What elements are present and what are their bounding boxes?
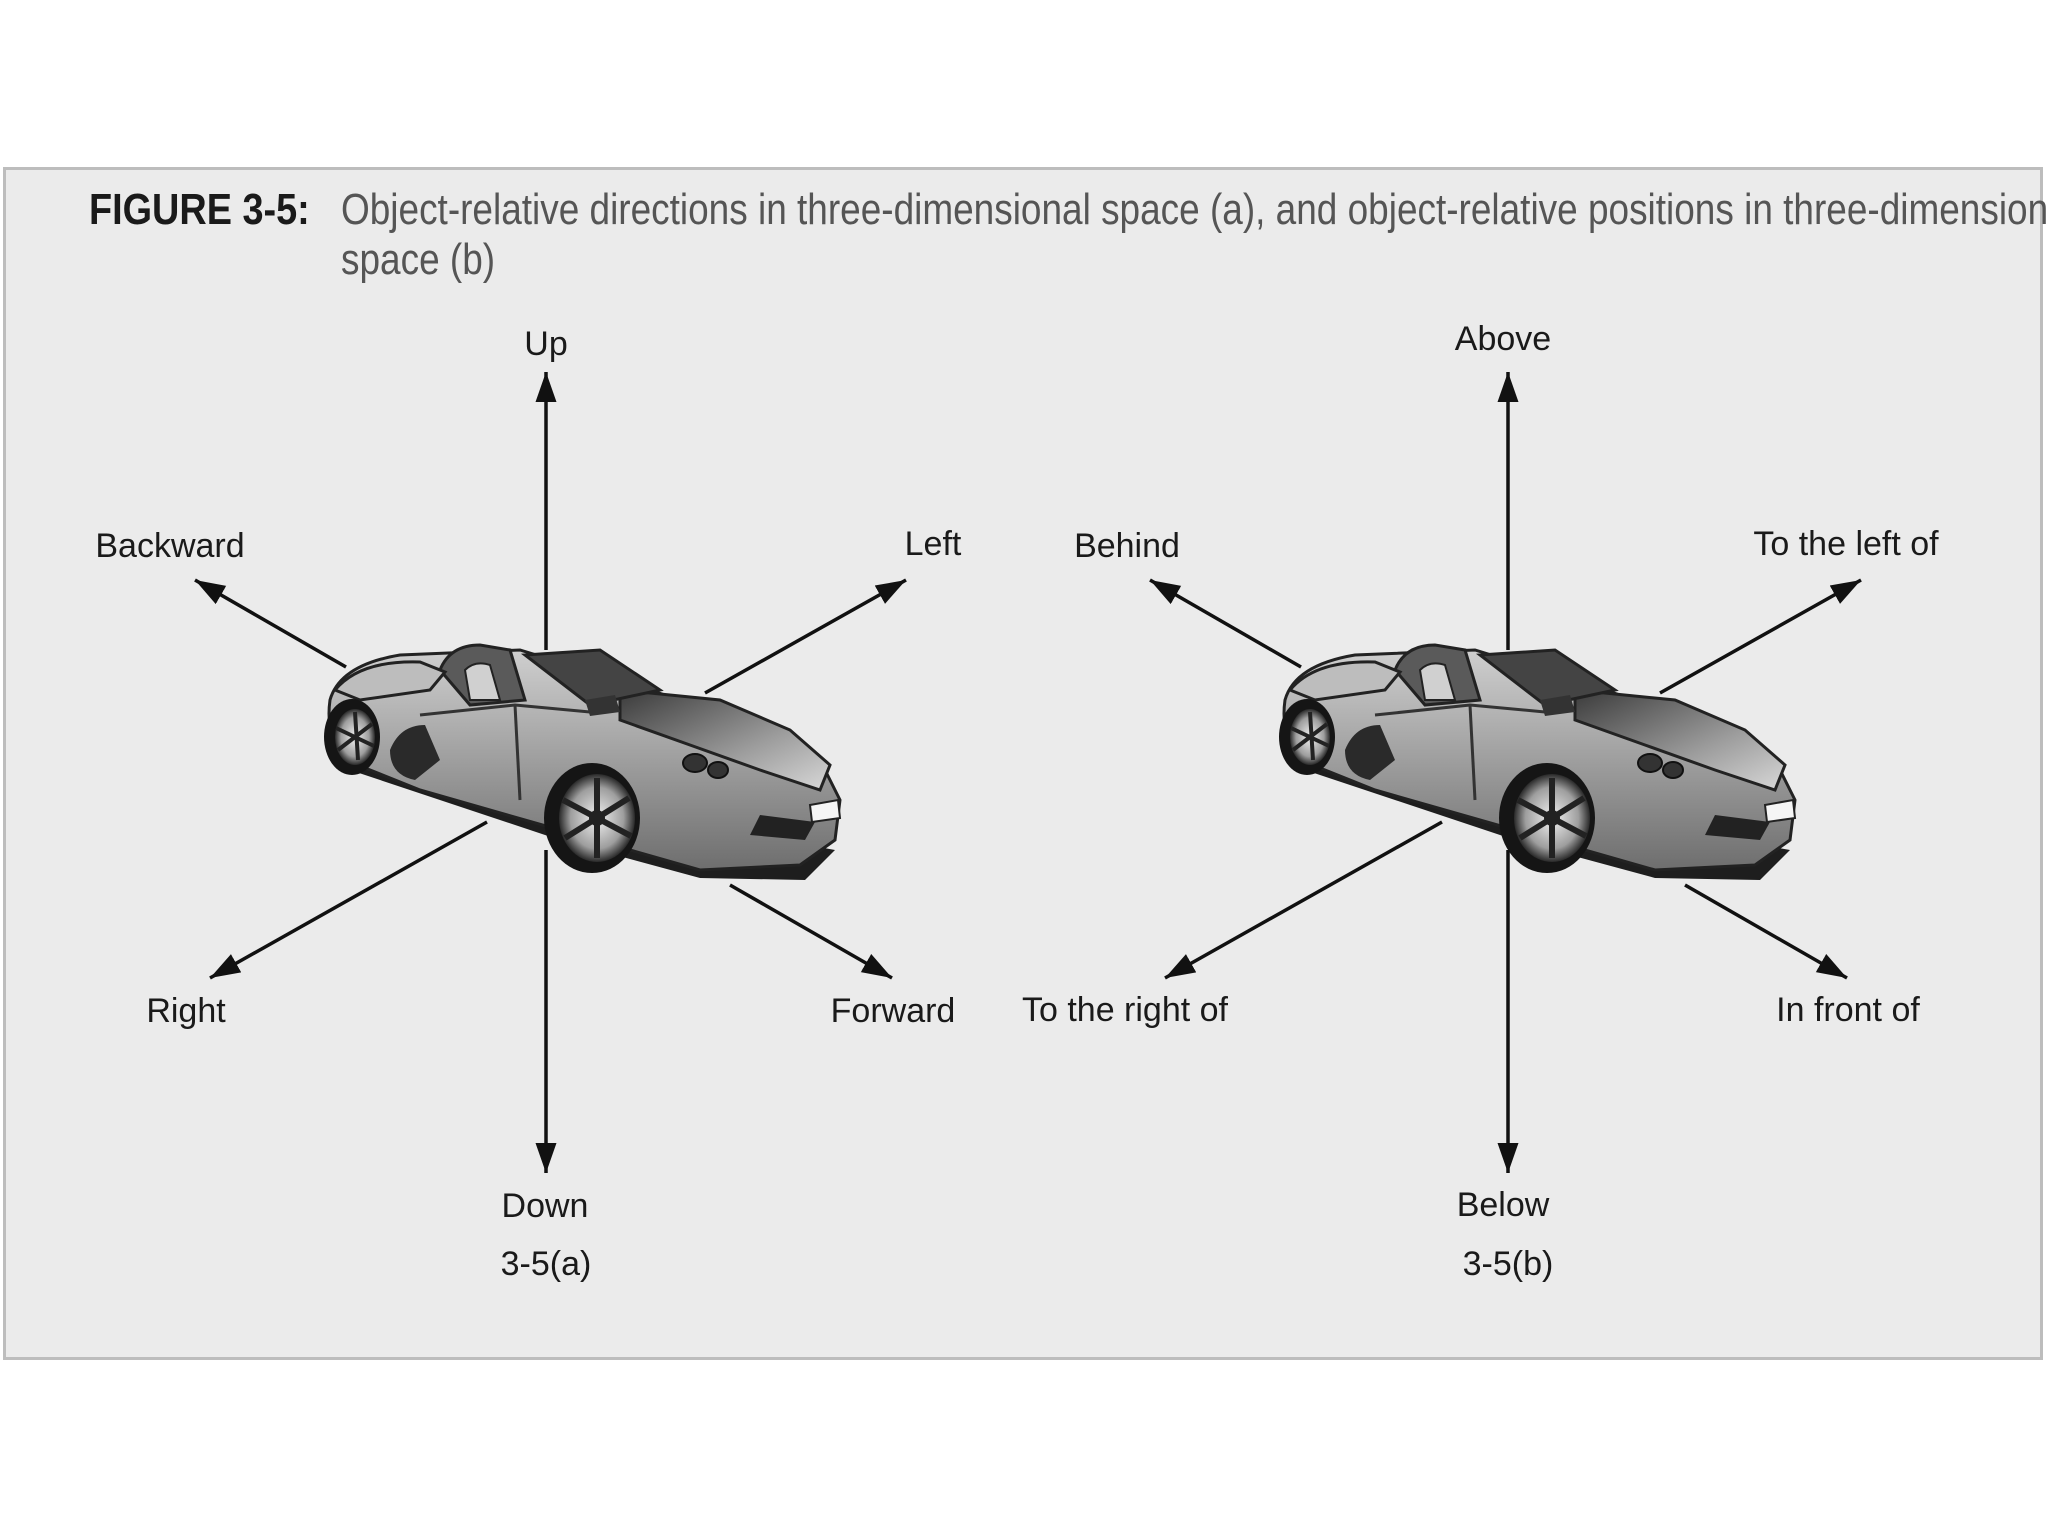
arrow-left-a bbox=[704, 578, 907, 695]
car-illustration-a bbox=[324, 645, 840, 880]
figure-number: FIGURE 3-5: bbox=[89, 185, 310, 234]
label-right-of-b: To the right of bbox=[1022, 991, 1229, 1029]
label-behind-b: Behind bbox=[1074, 527, 1180, 565]
arrow-forward-a bbox=[729, 883, 893, 980]
panel-a: Up Backward Left Right Forward Down 3-5(… bbox=[95, 325, 962, 1283]
caption-text: Object-relative directions in three-dime… bbox=[341, 185, 2048, 284]
label-above-b: Above bbox=[1455, 320, 1551, 358]
axis-lines-a bbox=[194, 372, 907, 1173]
sublabel-a: 3-5(a) bbox=[501, 1245, 592, 1283]
label-up-a: Up bbox=[524, 325, 567, 363]
arrow-front-of-b bbox=[1684, 883, 1848, 980]
label-forward-a: Forward bbox=[831, 992, 956, 1030]
label-right-a: Right bbox=[146, 992, 226, 1030]
car-illustration-b bbox=[1279, 645, 1795, 880]
label-below-b: Below bbox=[1457, 1186, 1550, 1224]
arrow-behind-b bbox=[1149, 578, 1302, 669]
arrow-backward-a bbox=[194, 578, 347, 669]
label-left-of-b: To the left of bbox=[1753, 525, 1939, 563]
axis-lines-b bbox=[1149, 372, 1862, 1173]
label-front-of-b: In front of bbox=[1776, 991, 1920, 1029]
arrow-right-of-b bbox=[1164, 820, 1443, 980]
label-left-a: Left bbox=[905, 525, 962, 563]
arrow-left-of-b bbox=[1659, 578, 1862, 695]
sublabel-b: 3-5(b) bbox=[1463, 1245, 1554, 1283]
label-backward-a: Backward bbox=[95, 527, 244, 565]
panel-b: Above Behind To the left of To the right… bbox=[1022, 320, 1939, 1283]
arrow-right-a bbox=[209, 820, 488, 980]
label-down-a: Down bbox=[502, 1187, 589, 1225]
